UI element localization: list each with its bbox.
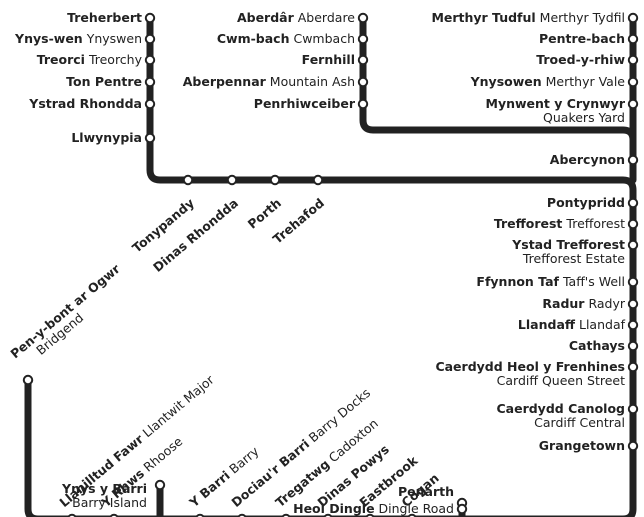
station-marker-queen-street[interactable] <box>627 361 639 373</box>
station-label-penrhiwceiber[interactable]: Penrhiwceiber <box>253 96 355 111</box>
station-marker-dinas-powys[interactable] <box>323 513 333 517</box>
station-label-troed-y-rhiw[interactable]: Troed-y-rhiw <box>536 52 625 67</box>
station-label-treherbert[interactable]: Treherbert <box>67 10 142 25</box>
station-marker-grangetown[interactable] <box>627 440 639 452</box>
station-marker-fernhill[interactable] <box>357 54 369 66</box>
station-label-llwynypia[interactable]: Llwynypia <box>71 130 142 145</box>
station-marker-ton-pentre[interactable] <box>144 76 156 88</box>
station-marker-aberdare[interactable] <box>357 12 369 24</box>
station-label-fernhill[interactable]: Fernhill <box>301 52 355 67</box>
station-marker-cwmbach[interactable] <box>357 33 369 45</box>
station-marker-merthyr[interactable] <box>627 12 639 24</box>
station-marker-cardiff-central[interactable] <box>627 403 639 415</box>
station-label-pentre-bach[interactable]: Pentre-bach <box>538 31 625 46</box>
station-marker-tonypandy[interactable] <box>182 174 194 186</box>
station-marker-rhoose[interactable] <box>109 513 119 517</box>
station-marker-trehafod[interactable] <box>312 174 324 186</box>
station-marker-eastbrook[interactable] <box>365 513 375 517</box>
station-marker-cogan[interactable] <box>407 513 417 517</box>
station-marker-radyr[interactable] <box>627 298 639 310</box>
station-label-penarth[interactable]: Penarth <box>397 484 454 499</box>
station-marker-cadoxton[interactable] <box>281 513 291 517</box>
station-label-cwmbach[interactable]: Cwm-bach Cwmbach <box>216 31 355 46</box>
rhondda-line <box>146 14 604 184</box>
station-marker-taffs-well[interactable] <box>627 276 639 288</box>
station-marker-treorchy[interactable] <box>144 54 156 66</box>
station-label-radyr[interactable]: Radur Radyr <box>542 296 625 311</box>
station-label-merthyr-vale[interactable]: Ynysowen Merthyr Vale <box>470 74 625 89</box>
station-marker-penrhiwceiber[interactable] <box>357 98 369 110</box>
station-marker-bridgend[interactable] <box>22 374 34 386</box>
station-marker-pontypridd[interactable] <box>627 197 639 209</box>
station-marker-llandaf[interactable] <box>627 319 639 331</box>
station-label-merthyr-tydfil[interactable]: Merthyr Tudful Merthyr Tydfil <box>431 10 625 25</box>
station-marker-dingle-road[interactable] <box>456 503 468 515</box>
station-marker-quakers-yard[interactable] <box>627 98 639 110</box>
station-label-treorchy[interactable]: Treorci Treorchy <box>36 52 142 67</box>
station-label-ystrad-rhondda[interactable]: Ystrad Rhondda <box>29 96 142 111</box>
station-marker-llwynypia[interactable] <box>144 132 156 144</box>
station-label-abercynon[interactable]: Abercynon <box>549 152 625 167</box>
main-trunk-line <box>596 176 637 517</box>
station-marker-abercynon[interactable] <box>627 154 639 166</box>
station-marker-barry[interactable] <box>195 513 205 517</box>
station-label-aberdare[interactable]: Aberdâr Aberdare <box>236 10 355 25</box>
station-label-cathays[interactable]: Cathays <box>568 338 625 353</box>
station-label-ynyswen[interactable]: Ynys-wen Ynyswen <box>15 31 142 46</box>
station-marker-dinas-rhondda[interactable] <box>226 174 238 186</box>
station-label-pontypridd[interactable]: Pontypridd <box>546 195 625 210</box>
station-label-mountain-ash[interactable]: Aberpennar Mountain Ash <box>182 74 355 89</box>
station-marker-mountain-ash[interactable] <box>357 76 369 88</box>
station-marker-barry-island[interactable] <box>154 479 166 491</box>
station-label-dingle-road[interactable]: Heol Dingle Dingle Road <box>293 501 454 516</box>
station-label-taffs-well[interactable]: Ffynnon Taf Taff's Well <box>476 274 625 289</box>
station-label-grangetown[interactable]: Grangetown <box>538 438 625 453</box>
station-marker-pentre-bach[interactable] <box>627 33 639 45</box>
station-marker-trefforest[interactable] <box>627 218 639 230</box>
station-marker-llantwit-major[interactable] <box>67 513 77 517</box>
station-marker-porth[interactable] <box>269 174 281 186</box>
station-marker-troed-y-rhiw[interactable] <box>627 54 639 66</box>
station-marker-merthyr-vale[interactable] <box>627 76 639 88</box>
station-marker-ystrad-rhondda[interactable] <box>144 98 156 110</box>
station-label-llandaf[interactable]: Llandaff Llandaf <box>517 317 625 332</box>
station-marker-barry-docks[interactable] <box>237 513 247 517</box>
station-marker-treherbert[interactable] <box>144 12 156 24</box>
station-marker-ynyswen[interactable] <box>144 33 156 45</box>
station-label-ton-pentre[interactable]: Ton Pentre <box>66 74 142 89</box>
station-marker-cathays[interactable] <box>627 340 639 352</box>
station-label-trefforest[interactable]: Trefforest Trefforest <box>493 216 625 231</box>
station-marker-trefforest-estate[interactable] <box>627 239 639 251</box>
